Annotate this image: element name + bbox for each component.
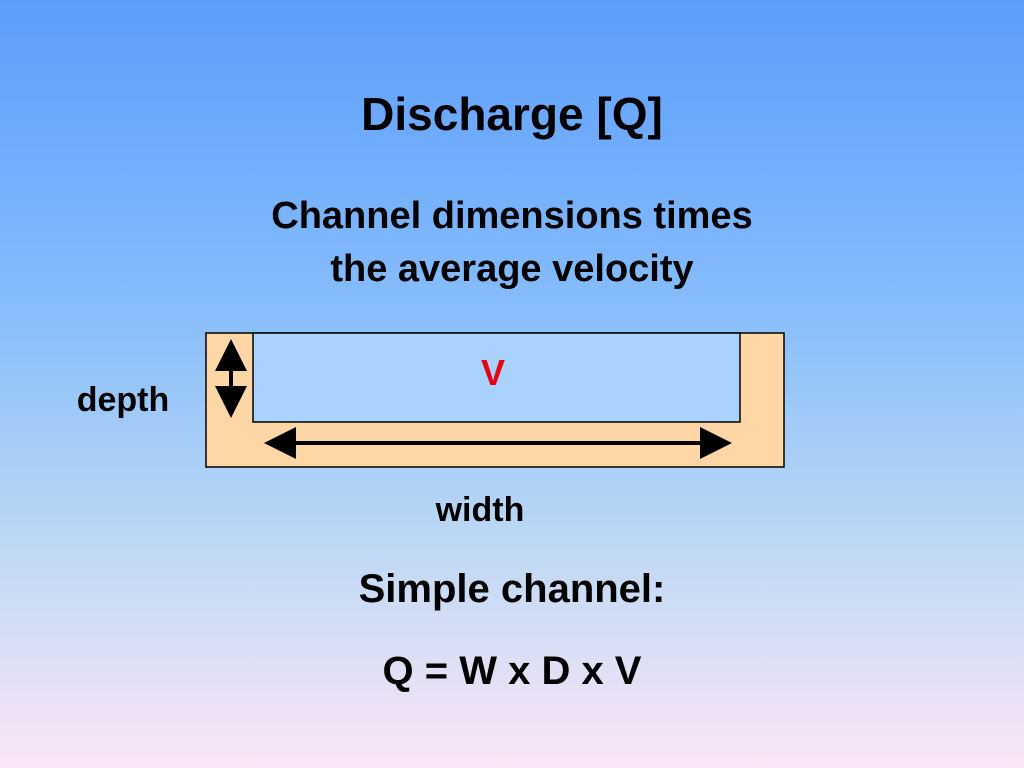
subtitle-line-1: Channel dimensions times bbox=[271, 195, 753, 237]
subtitle-line-2: the average velocity bbox=[330, 248, 694, 290]
slide-title: Discharge [Q] bbox=[361, 88, 663, 140]
simple-channel-label: Simple channel: bbox=[358, 567, 666, 611]
velocity-label: V bbox=[481, 352, 505, 393]
depth-label: depth bbox=[77, 381, 170, 419]
water-body bbox=[252, 332, 741, 423]
discharge-formula: Q = W x D x V bbox=[382, 649, 642, 693]
width-label: width bbox=[435, 491, 525, 529]
